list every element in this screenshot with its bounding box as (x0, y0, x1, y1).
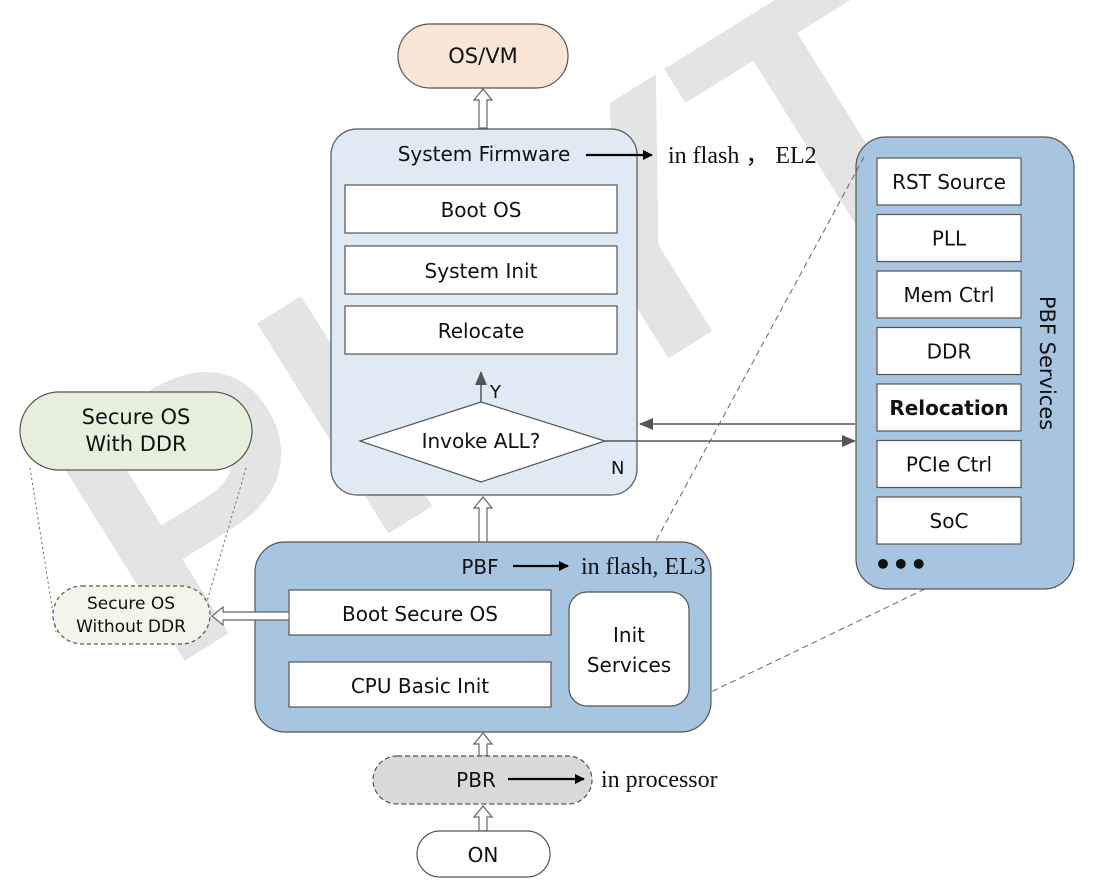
pbr-node: PBR (372, 755, 593, 805)
boot-secure-os-box (288, 589, 552, 636)
pbf-service-box (876, 213, 1022, 263)
invoke-all-label: Invoke ALL? (422, 429, 541, 453)
pbf-location-annotation: in flash, EL3 (513, 554, 706, 580)
relocate-label: Relocate (438, 319, 525, 343)
hollow-arrow-pbr-to-pbf (472, 732, 494, 757)
hollow-arrow-fw-to-os (472, 88, 494, 129)
hollow-arrow-pbf-to-fw (472, 496, 494, 544)
on-label: ON (468, 843, 499, 867)
hollow-arrow-to-secure-os (211, 605, 290, 627)
boot-os-label: Boot OS (441, 198, 522, 222)
cpu-basic-init-label: CPU Basic Init (351, 674, 489, 698)
system-firmware-container: System Firmware Boot OS System Init Relo… (330, 128, 638, 496)
pbf-service-label: Relocation (889, 396, 1008, 420)
pbf-service-box (876, 496, 1022, 545)
pbf-service-label: DDR (927, 340, 972, 364)
pbf-title: PBF (461, 555, 498, 579)
system-init-label: System Init (425, 259, 538, 283)
pbf-service-box (876, 383, 1022, 432)
services-arrows (605, 418, 856, 447)
no-label: N (611, 458, 624, 479)
secure-os-ddr-node: Secure OS With DDR (19, 391, 253, 471)
pbf-service-box (876, 326, 1022, 376)
secure-os-noddr-line1: Secure OS (87, 594, 175, 614)
pbr-location-text: in processor (601, 767, 718, 793)
pbf-service-label: PCIe Ctrl (906, 453, 992, 477)
boot-os-box (344, 184, 618, 234)
pbf-service-label: Mem Ctrl (904, 283, 995, 307)
invoke-all-diamond (358, 401, 607, 483)
pbf-service-box (876, 270, 1022, 319)
system-firmware-title: System Firmware (398, 142, 571, 166)
pbr-label: PBR (456, 768, 496, 792)
init-services-line2: Services (587, 653, 671, 677)
fw-location-text: in flash ， EL2 (668, 143, 817, 169)
secure-os-noddr-node: Secure OS Without DDR (52, 585, 211, 645)
pbr-location-annotation: in processor (508, 767, 718, 793)
cpu-basic-init-box (288, 661, 552, 708)
boot-secure-os-label: Boot Secure OS (342, 602, 498, 626)
zoom-guide-lines (29, 156, 926, 704)
pbf-services-title: PBF Services (1035, 296, 1059, 430)
os-vm-label: OS/VM (448, 44, 517, 68)
fw-location-annotation: in flash ， EL2 (586, 143, 817, 169)
system-init-box (344, 245, 618, 295)
relocate-box (344, 305, 618, 355)
os-vm-node: OS/VM (397, 23, 569, 89)
pbf-container: PBF Boot Secure OS CPU Basic Init Init S… (254, 541, 712, 733)
secure-os-ddr-line2: With DDR (85, 432, 186, 456)
init-services-line1: Init (613, 623, 645, 647)
pbf-location-text: in flash, EL3 (581, 554, 706, 580)
hollow-arrow-on-to-pbr (472, 805, 494, 832)
secure-os-ddr-line1: Secure OS (82, 405, 191, 429)
pbf-service-box (876, 439, 1022, 489)
pbf-service-box (876, 157, 1022, 206)
init-services-box (568, 591, 690, 707)
on-node: ON (416, 830, 551, 878)
secure-os-noddr-line2: Without DDR (76, 617, 186, 637)
pbf-service-label: SoC (930, 509, 969, 533)
pbf-service-label: PLL (932, 227, 967, 251)
pbf-service-label: RST Source (892, 170, 1006, 194)
yes-label: Y (489, 382, 502, 403)
pbf-services-more: ••• (874, 548, 928, 581)
